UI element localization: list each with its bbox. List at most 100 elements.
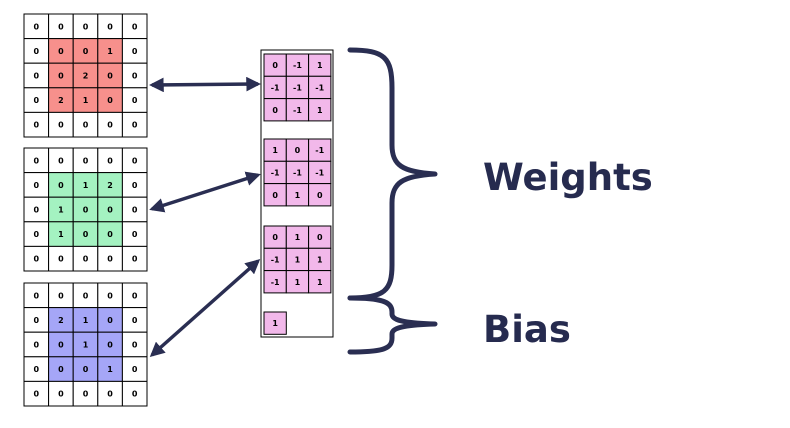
input-cell — [97, 282, 123, 309]
kernel-cell-value: 1 — [317, 278, 323, 287]
weights-brace — [347, 47, 438, 301]
input-cell-value: 0 — [83, 206, 89, 215]
input-cell — [97, 87, 123, 113]
input-cell-value: 0 — [34, 206, 40, 215]
input-cell-value: 0 — [132, 255, 138, 264]
input-cell-value: 0 — [58, 121, 64, 130]
input-cell-value: 0 — [34, 291, 40, 300]
kernel-cell-value: 1 — [295, 255, 301, 264]
kernel-cell-value: 0 — [272, 61, 278, 70]
bias-cell — [263, 311, 287, 335]
input-cell-value: 1 — [83, 341, 89, 350]
input-cell-value: 0 — [34, 341, 40, 350]
input-cell — [48, 380, 74, 407]
kernel-cell-value: -1 — [271, 168, 280, 177]
input-cell-value: 0 — [107, 156, 113, 165]
kernel-cell-value: -1 — [315, 83, 324, 92]
input-cell-value: 0 — [107, 341, 113, 350]
kernel-cell-value: 0 — [272, 233, 278, 242]
kernel-cell-value: -1 — [315, 146, 324, 155]
bias-value: 1 — [272, 319, 278, 328]
input-cell-value: 0 — [107, 255, 113, 264]
input-cell — [97, 245, 123, 272]
input-cell — [121, 356, 148, 382]
input-cell-value: 0 — [132, 316, 138, 325]
arrow-red-to-kernel-1 — [149, 76, 261, 93]
input-cell-value: 0 — [34, 121, 40, 130]
kernel-cell-value: 1 — [272, 146, 278, 155]
input-cell — [121, 38, 148, 64]
input-cell-value: 0 — [83, 390, 89, 399]
input-cell-value: 0 — [132, 365, 138, 374]
kernel-cell-value: 1 — [295, 278, 301, 287]
weights-label: Weights — [483, 156, 653, 199]
input-cell-value: 0 — [107, 390, 113, 399]
input-cell-value: 1 — [107, 47, 113, 56]
input-cell — [121, 87, 148, 113]
input-cell — [72, 282, 99, 309]
kernel-cell — [308, 183, 332, 207]
input-cell-value: 0 — [132, 390, 138, 399]
kernel-cell-value: -1 — [293, 168, 302, 177]
arrow-blue-to-kernel-3 — [149, 259, 261, 357]
input-cell — [23, 87, 50, 113]
input-cell-value: 0 — [83, 156, 89, 165]
input-cell — [121, 245, 148, 272]
input-cell — [23, 307, 50, 333]
input-cell — [97, 331, 123, 358]
input-cell-value: 0 — [34, 72, 40, 81]
input-cell-value: 0 — [34, 22, 40, 31]
input-cell — [97, 356, 123, 382]
input-cell-value: 0 — [34, 390, 40, 399]
input-cell-value: 0 — [132, 96, 138, 105]
input-cell-value: 0 — [83, 22, 89, 31]
input-cell-value: 0 — [132, 22, 138, 31]
input-cell-value: 1 — [83, 96, 89, 105]
input-cell-value: 0 — [34, 255, 40, 264]
input-cell — [121, 221, 148, 247]
input-cell — [72, 356, 99, 382]
kernel-cell-value: 1 — [295, 191, 301, 200]
kernel-cell-value: 0 — [317, 233, 323, 242]
kernel-cell-value: -1 — [293, 106, 302, 115]
input-cell-value: 0 — [34, 156, 40, 165]
kernel-cell — [308, 98, 332, 122]
input-cell-value: 0 — [83, 365, 89, 374]
kernel-cell-value: -1 — [271, 255, 280, 264]
input-cell-value: 0 — [132, 47, 138, 56]
input-cell-value: 1 — [83, 316, 89, 325]
input-cell — [48, 62, 74, 89]
input-cell-value: 0 — [107, 72, 113, 81]
input-cell-value: 0 — [107, 206, 113, 215]
input-cell — [72, 111, 99, 138]
input-cell-value: 0 — [132, 230, 138, 239]
input-cell-value: 0 — [132, 341, 138, 350]
kernel-cell-value: -1 — [271, 278, 280, 287]
input-cell-value: 0 — [58, 341, 64, 350]
kernel-cell-value: 1 — [317, 106, 323, 115]
input-cell-value: 0 — [58, 22, 64, 31]
input-cell — [97, 380, 123, 407]
input-cell-value: 0 — [107, 121, 113, 130]
kernel-cell-value: -1 — [293, 83, 302, 92]
kernel-cell-value: 0 — [295, 146, 301, 155]
kernel-cell-value: 0 — [317, 191, 323, 200]
kernel-cell-value: -1 — [315, 168, 324, 177]
kernel-cell-value: 1 — [295, 233, 301, 242]
input-cell-value: 1 — [58, 230, 64, 239]
input-cell-value: 0 — [83, 47, 89, 56]
input-cell — [23, 38, 50, 64]
input-cell — [72, 380, 99, 407]
input-cell — [97, 307, 123, 333]
input-cell — [72, 245, 99, 272]
input-cell-value: 0 — [34, 230, 40, 239]
kernel-cell-value: 0 — [272, 191, 278, 200]
input-cell — [97, 147, 123, 174]
input-cell-value: 0 — [83, 121, 89, 130]
